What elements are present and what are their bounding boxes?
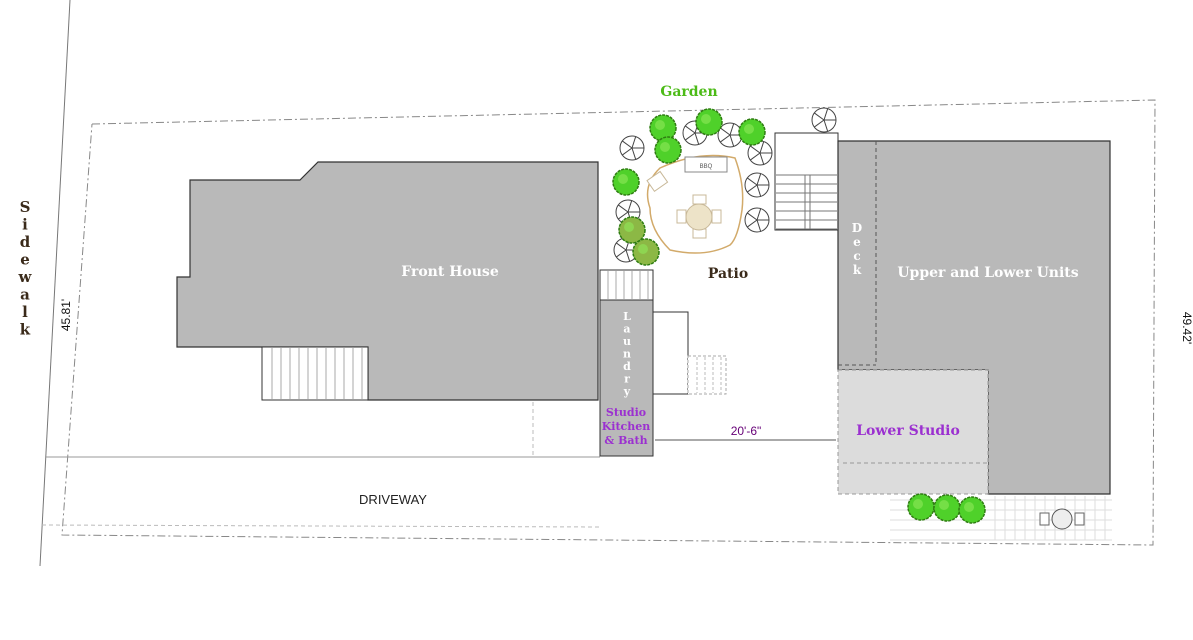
lower-studio-label: Lower Studio [856,423,960,439]
label-letter: Kitchen [602,420,651,433]
label-letter: w [18,268,33,286]
patio-chair [646,170,669,193]
front-house [176,161,599,401]
tree-icon [695,108,723,136]
label-letter: a [623,323,630,336]
bbq-grill [684,156,728,173]
label-letter: d [623,360,631,373]
shrub-outline-icon [744,172,770,198]
porch-stairs [687,355,727,395]
tree-icon [958,496,986,524]
label-letter: e [853,235,861,249]
dimension-gap: 20'-6" [731,424,762,438]
patio-label: Patio [708,266,748,282]
label-letter: y [623,385,631,398]
shrub-outline-icon [619,135,645,161]
bbq-label: BBQ [700,164,713,170]
tree-icon [654,136,682,164]
label-letter: r [624,373,630,386]
shrub-outline-icon [747,140,773,166]
label-letter: c [853,249,860,263]
front-stairs [261,346,369,401]
label-letter: & Bath [604,434,647,447]
laundry-stairs [599,269,654,301]
label-letter: Studio [606,406,646,419]
label-letter: i [22,216,28,234]
label-letter: a [20,286,30,304]
label-letter: L [623,310,631,323]
driveway-label: DRIVEWAY [359,492,427,507]
label-letter: l [22,303,28,321]
lower-studio [837,369,989,495]
tree-icon [632,238,660,266]
shrub-outline-icon [744,207,770,233]
label-letter: S [20,198,31,216]
dimension-right: 49.42' [1180,312,1193,344]
sidewalk-line [39,0,71,567]
tree-icon [907,493,935,521]
laundry-porch [652,311,689,395]
label-letter: D [852,221,862,235]
patio-table [676,194,722,239]
garden-label: Garden [660,84,717,100]
patio-outline [646,154,744,254]
shrub-outline-icon [717,122,743,148]
driveway-edge-bottom [41,524,601,528]
property-boundary [61,99,1156,546]
front-house-label: Front House [401,264,499,280]
dimension-left: 45.81' [59,299,73,331]
tree-icon [612,168,640,196]
deck-stairs [774,132,839,231]
label-letter: d [20,233,31,251]
label-letter: n [623,348,631,361]
rear-patio [890,496,1112,541]
label-letter: k [853,263,862,277]
label-letter: u [623,335,631,348]
tree-icon [618,216,646,244]
tree-icon [738,118,766,146]
label-letter: k [20,321,31,339]
tree-icon [933,494,961,522]
label-letter: e [20,251,30,269]
laundry-building [599,299,654,457]
shrub-outline-icon [811,107,837,133]
units-label: Upper and Lower Units [897,265,1078,281]
